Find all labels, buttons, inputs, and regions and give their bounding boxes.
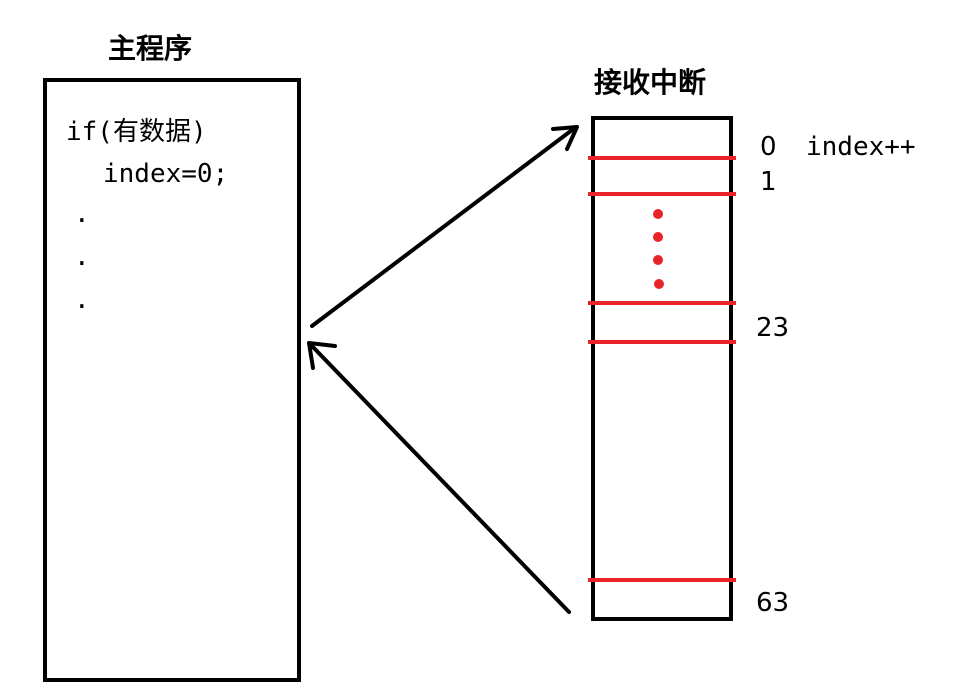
slot-label-1: 1 — [760, 167, 777, 197]
code-line-index-reset: index=0; — [103, 159, 228, 189]
slot-gap-dot-3 — [653, 255, 663, 265]
arrow-to-interrupt-head — [551, 125, 579, 151]
slot-label-63: 63 — [756, 588, 789, 618]
arrow-to-main — [309, 343, 571, 614]
slot-label-0: 0 — [760, 132, 777, 162]
slot-label-23: 23 — [756, 313, 789, 343]
arrow-to-main-head — [307, 341, 337, 370]
interrupt-buffer-box — [591, 116, 733, 621]
interrupt-title: 接收中断 — [594, 66, 706, 99]
slot-gap-dot-2 — [653, 232, 663, 242]
main-program-box — [43, 78, 301, 682]
slot-gap-dot-1 — [653, 209, 663, 219]
code-ellipsis-dot-1: . — [74, 199, 90, 229]
arrow-to-interrupt — [310, 125, 578, 328]
main-program-title: 主程序 — [108, 32, 192, 65]
slot-gap-dot-4 — [654, 279, 664, 289]
slot-0-note: index++ — [806, 132, 916, 162]
code-ellipsis-dot-2: . — [74, 242, 90, 272]
code-ellipsis-dot-3: . — [74, 285, 90, 315]
code-line-if: if(有数据) — [66, 117, 207, 147]
